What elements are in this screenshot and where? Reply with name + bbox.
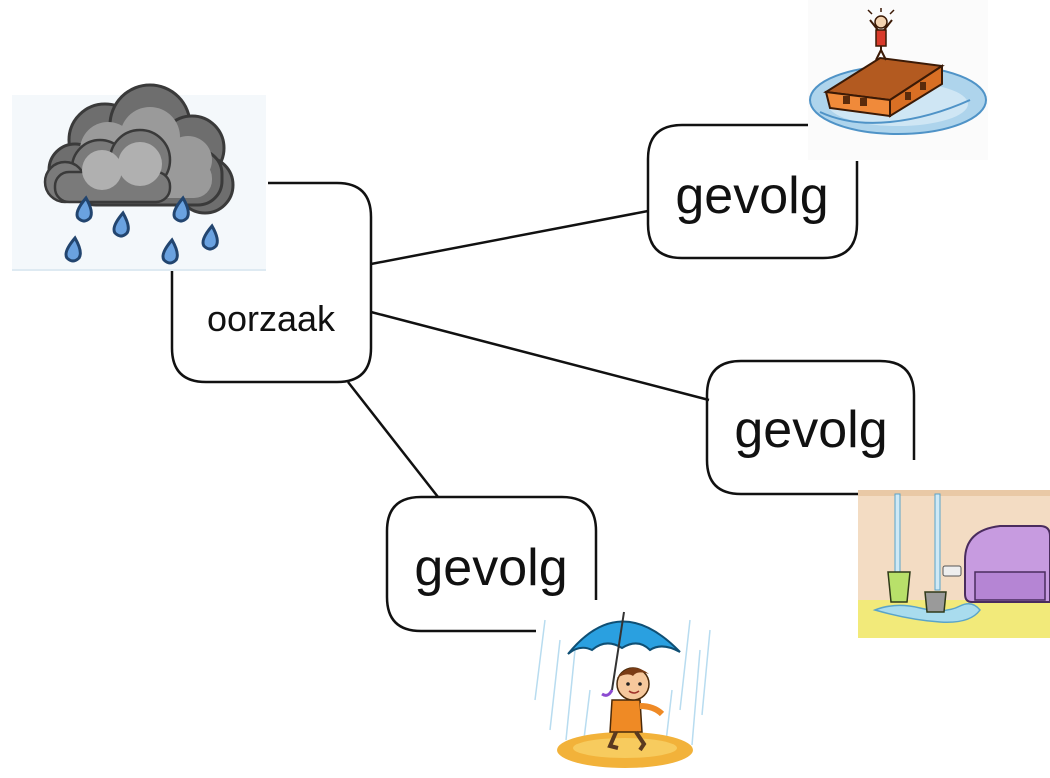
connector-effect-middle <box>370 310 710 402</box>
flooded-house-icon <box>808 0 988 160</box>
effect-label-bottom: gevolg <box>414 539 567 597</box>
connector-effect-top <box>370 209 649 266</box>
cause-label: oorzaak <box>207 298 336 339</box>
effect-label-middle: gevolg <box>734 401 887 459</box>
connector-effect-bottom <box>347 381 439 498</box>
cause-node: oorzaak <box>170 181 373 384</box>
child-with-umbrella-icon <box>534 611 711 768</box>
effect-node-bottom: gevolg <box>385 495 598 633</box>
rain-cloud-icon <box>12 83 266 271</box>
effect-label-top: gevolg <box>675 167 828 225</box>
connectors <box>347 209 710 498</box>
effect-node-top: gevolg <box>646 123 859 260</box>
leaking-room-icon <box>858 490 1050 638</box>
effect-node-middle: gevolg <box>705 359 916 496</box>
